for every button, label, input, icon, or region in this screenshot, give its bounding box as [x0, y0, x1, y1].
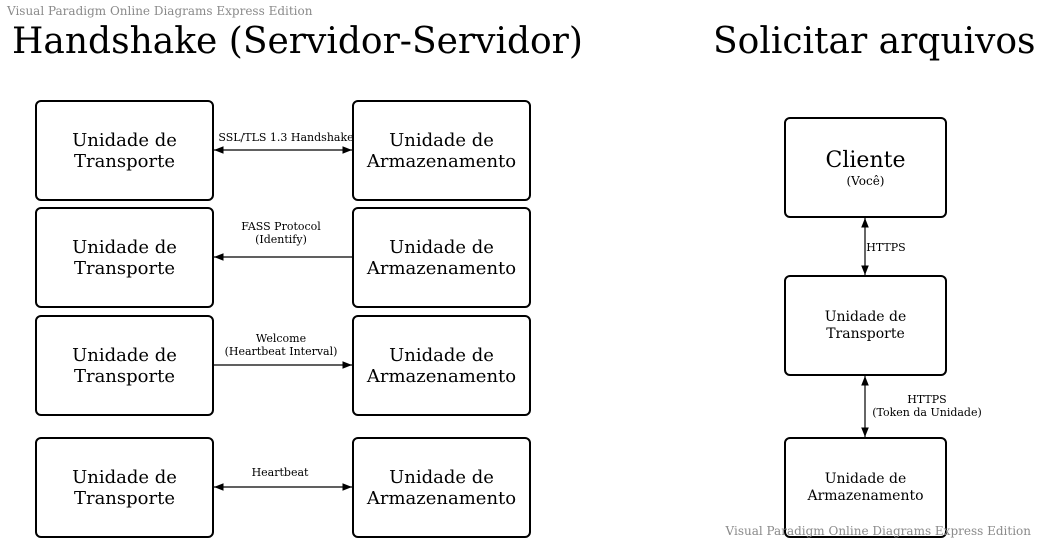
row-1-message-label: SSL/TLS 1.3 Handshake	[218, 131, 354, 144]
watermark-bottom: Visual Paradigm Online Diagrams Express …	[725, 524, 1031, 538]
client-node: Cliente (Você)	[784, 117, 947, 218]
node-label: Unidade de Transporte	[72, 344, 177, 387]
row-1-transport-node: Unidade de Transporte	[35, 100, 214, 201]
handshake-title: Handshake (Servidor-Servidor)	[12, 21, 583, 62]
transport-node: Unidade de Transporte	[784, 275, 947, 376]
node-label: Unidade de Armazenamento	[366, 466, 517, 509]
row-3-transport-node: Unidade de Transporte	[35, 315, 214, 416]
transport-storage-label: HTTPS (Token da Unidade)	[872, 393, 982, 419]
client-sub-label: (Você)	[846, 173, 885, 188]
row-2-storage-node: Unidade de Armazenamento	[352, 207, 531, 308]
row-3-message-label: Welcome (Heartbeat Interval)	[224, 332, 338, 358]
row-3-storage-node: Unidade de Armazenamento	[352, 315, 531, 416]
storage-label: Unidade de Armazenamento	[807, 470, 924, 504]
row-4-storage-node: Unidade de Armazenamento	[352, 437, 531, 538]
node-label: Unidade de Armazenamento	[366, 236, 517, 279]
client-transport-label: HTTPS	[866, 241, 906, 254]
watermark-top: Visual Paradigm Online Diagrams Express …	[7, 4, 313, 18]
row-4-transport-node: Unidade de Transporte	[35, 437, 214, 538]
node-label: Unidade de Transporte	[72, 466, 177, 509]
storage-node: Unidade de Armazenamento	[784, 437, 947, 538]
row-2-transport-node: Unidade de Transporte	[35, 207, 214, 308]
row-1-storage-node: Unidade de Armazenamento	[352, 100, 531, 201]
transport-label: Unidade de Transporte	[824, 308, 907, 342]
row-2-message-label: FASS Protocol (Identify)	[241, 220, 321, 246]
row-4-message-label: Heartbeat	[251, 466, 309, 479]
node-label: Unidade de Transporte	[72, 129, 177, 172]
client-label: Cliente	[825, 147, 906, 173]
node-label: Unidade de Transporte	[72, 236, 177, 279]
node-label: Unidade de Armazenamento	[366, 344, 517, 387]
node-label: Unidade de Armazenamento	[366, 129, 517, 172]
request-files-title: Solicitar arquivos	[713, 21, 1036, 62]
